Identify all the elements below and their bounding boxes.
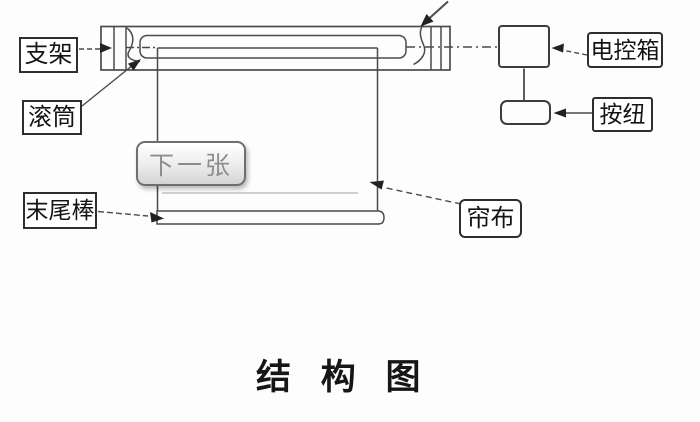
curtain-fabric <box>156 47 379 223</box>
push-button-leader-arrow <box>553 108 592 118</box>
end-bar-leader-arrow <box>97 210 164 223</box>
label-control-box: 电控箱 <box>587 32 663 68</box>
roller-tube <box>126 22 426 66</box>
control-box-shape <box>498 25 550 68</box>
control-box-leader-arrow <box>551 43 588 56</box>
push-button-receiver-shape <box>500 100 551 125</box>
center-axis-line <box>79 43 497 53</box>
label-curtain: 帘布 <box>459 199 522 238</box>
next-image-button[interactable]: 下一张 <box>136 141 246 186</box>
roller-leader-arrow <box>81 59 141 107</box>
motor-leader-arrow <box>420 0 449 27</box>
label-bracket: 支架 <box>19 37 78 73</box>
label-end-bar: 末尾棒 <box>23 192 97 229</box>
label-push-button: 按纽 <box>592 97 653 132</box>
end-bar-shape <box>156 210 385 225</box>
label-roller: 滚筒 <box>22 100 82 135</box>
diagram-title: 结 构 图 <box>256 358 431 397</box>
curtain-leader-arrow <box>369 180 462 205</box>
bracket-arrowhead <box>100 43 112 53</box>
